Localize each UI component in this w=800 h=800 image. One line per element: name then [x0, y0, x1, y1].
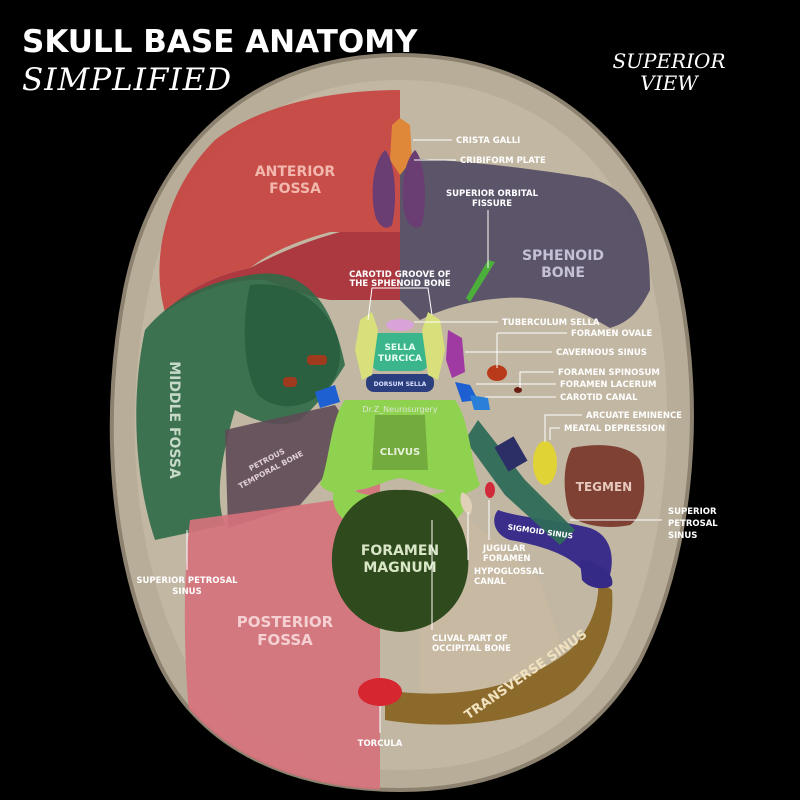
- foramen-ovale-shape: [487, 365, 507, 381]
- sphenoid-bone-region: [400, 158, 650, 328]
- meatal-depression-label: MEATAL DEPRESSION: [564, 424, 665, 434]
- carotid-groove-left: [355, 312, 378, 380]
- carotid-canal-right: [470, 395, 490, 410]
- torcula-shape: [358, 678, 402, 706]
- cavernous-sinus-label: CAVERNOUS SINUS: [556, 348, 647, 358]
- carotid-groove-right: [422, 312, 445, 380]
- superior-orbital-fissure-label-2: FISSURE: [472, 199, 512, 209]
- transverse-sinus-shape: [385, 580, 613, 725]
- sphenoid-bone-label-1: SPHENOID: [522, 248, 604, 264]
- tuberculum-sella-label: TUBERCULUM SELLA: [502, 318, 600, 328]
- petrous-right-block: [494, 436, 528, 472]
- sella-turcica-label-2: TURCICA: [378, 354, 422, 364]
- foramen-spinosum-shape: [514, 387, 522, 393]
- clivus-label: CLIVUS: [380, 447, 421, 458]
- superior-petrosal-sinus-right-label-1: SUPERIOR: [668, 507, 717, 517]
- tuberculum-sella-shape: [386, 319, 414, 331]
- carotid-canal-left: [315, 385, 340, 408]
- anterior-fossa-label-2: FOSSA: [269, 181, 321, 197]
- sella-turcica-shape: [372, 333, 428, 371]
- dorsum-sella-shape: [366, 374, 434, 392]
- middle-fossa-label: MIDDLE FOSSA: [166, 361, 182, 479]
- foramen-lacerum-label: FORAMEN LACERUM: [560, 380, 656, 390]
- sella-turcica-label-1: SELLA: [384, 343, 415, 353]
- superior-petrosal-sinus-right-label-2: PETROSAL: [668, 519, 718, 529]
- clival-part-label-2: OCCIPITAL BONE: [432, 644, 511, 654]
- sigmoid-sinus-bulb: [580, 560, 613, 589]
- cribriform-left: [372, 150, 396, 228]
- torcula-label: TORCULA: [358, 739, 403, 749]
- jugular-foramen-shape: [485, 482, 495, 498]
- tegmen-region: [564, 445, 645, 527]
- superior-petrosal-sinus-left-label-1: SUPERIOR PETROSAL: [136, 576, 238, 586]
- posterior-fossa-label-2: FOSSA: [257, 631, 313, 649]
- foramen-magnum-label-1: FORAMEN: [361, 543, 439, 559]
- page-title: SKULL BASE ANATOMY: [22, 24, 418, 60]
- callout-leaders: [186, 139, 662, 733]
- carotid-groove-label-1: CAROTID GROOVE OF: [349, 270, 451, 280]
- cribriform-right: [402, 150, 426, 228]
- middle-fossa-inner: [244, 284, 340, 407]
- clivus-inner: [372, 415, 428, 470]
- superior-petrosal-sinus-left-label-2: SINUS: [172, 587, 201, 597]
- hypoglossal-canal-label-1: HYPOGLOSSAL: [474, 567, 544, 577]
- petrous-temporal-region: [225, 405, 345, 528]
- view-label-line2: VIEW: [640, 71, 698, 95]
- page-subtitle: SIMPLIFIED: [22, 62, 233, 98]
- sphenoid-bone-label-2: BONE: [541, 265, 585, 281]
- foramen-spinosum-label: FORAMEN SPINOSUM: [558, 368, 660, 378]
- carotid-groove-label-2: THE SPHENOID BONE: [349, 279, 450, 289]
- jugular-foramen-label-2: FORAMEN: [483, 554, 531, 564]
- crista-galli-label: CRISTA GALLI: [456, 136, 520, 146]
- crista-galli-shape: [390, 118, 412, 175]
- clival-part-label-1: CLIVAL PART OF: [432, 634, 508, 644]
- hypoglossal-canal-label-2: CANAL: [474, 577, 507, 587]
- arcuate-eminence-label: ARCUATE EMINENCE: [586, 411, 682, 421]
- foramen-left-2: [283, 377, 297, 387]
- jugular-foramen-label-1: JUGULAR: [482, 544, 526, 554]
- posterior-fossa-region: [184, 480, 380, 790]
- arcuate-eminence-shape: [533, 441, 557, 485]
- anterior-fossa-region: [159, 90, 400, 312]
- hypoglossal-canal-shape: [460, 492, 473, 515]
- foramen-ovale-label: FORAMEN OVALE: [571, 329, 652, 339]
- dorsum-sella-label: DORSUM SELLA: [374, 381, 427, 388]
- view-label-line1: SUPERIOR: [612, 49, 726, 73]
- tegmen-label: TEGMEN: [576, 480, 632, 494]
- anterior-fossa-label-1: ANTERIOR: [255, 164, 336, 180]
- cribiform-plate-label: CRIBIFORM PLATE: [460, 156, 546, 166]
- posterior-fossa-label-1: POSTERIOR: [237, 613, 334, 631]
- superior-petrosal-sinus-right-label-3: SINUS: [668, 531, 697, 541]
- foramen-left-1: [307, 355, 327, 365]
- superior-orbital-fissure-shape: [466, 260, 495, 302]
- carotid-canal-label: CAROTID CANAL: [560, 393, 638, 403]
- superior-orbital-fissure-label-1: SUPERIOR ORBITAL: [446, 189, 539, 199]
- watermark-label: Dr.Z_Neurosurgery: [362, 405, 437, 414]
- foramen-magnum-label-2: MAGNUM: [363, 560, 436, 576]
- foramen-magnum-shape: [331, 489, 469, 632]
- cavernous-sinus-shape: [446, 330, 465, 378]
- anterior-fossa-dark: [165, 232, 400, 312]
- view-label: SUPERIOR VIEW: [604, 50, 734, 94]
- superior-petrosal-sinus-right-shape: [465, 420, 575, 545]
